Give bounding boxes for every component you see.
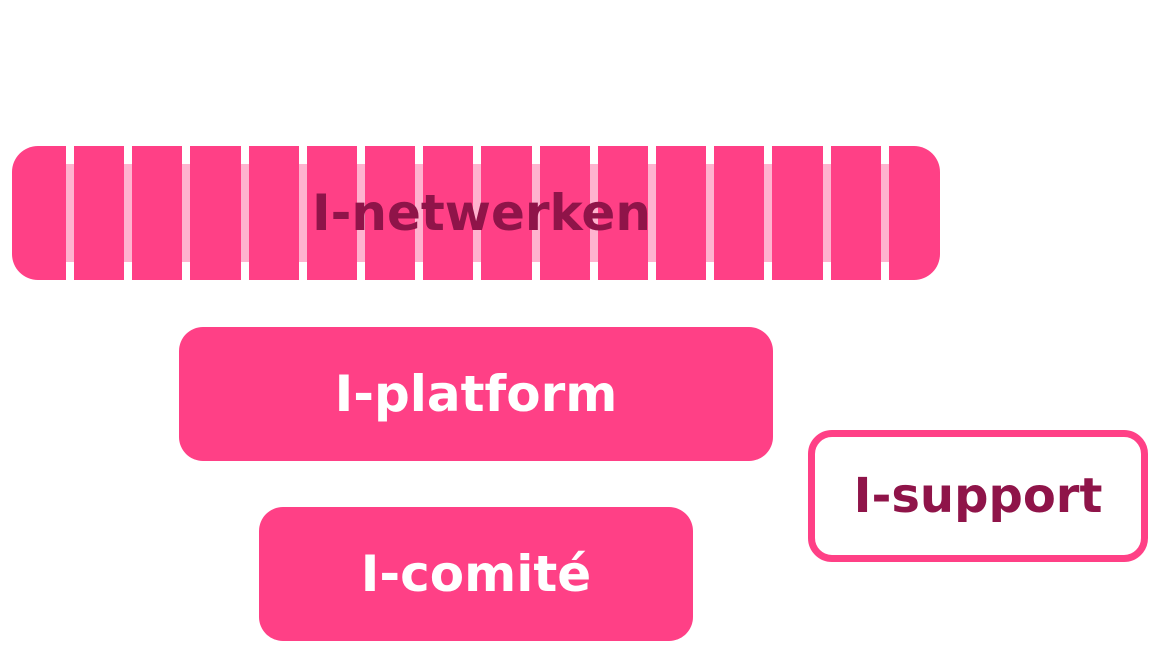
- platform-box: I-platform: [179, 327, 773, 461]
- netwerken-stripe: [182, 146, 191, 280]
- support-label: I-support: [853, 468, 1103, 524]
- netwerken-stripe: [298, 146, 307, 280]
- netwerken-stripe: [764, 146, 773, 280]
- netwerken-stripe: [357, 146, 365, 280]
- netwerken-stripe: [240, 146, 249, 280]
- netwerken-stripe: [473, 146, 482, 280]
- platform-label: I-platform: [334, 365, 618, 423]
- comite-label: I-comité: [360, 545, 592, 603]
- netwerken-stripe: [880, 146, 889, 280]
- netwerken-stripe: [589, 146, 598, 280]
- netwerken-stripe: [648, 146, 656, 280]
- netwerken-stripe: [66, 146, 74, 280]
- support-box: I-support: [808, 430, 1148, 562]
- netwerken-stripe: [822, 146, 831, 280]
- netwerken-stripe: [124, 146, 133, 280]
- comite-box: I-comité: [259, 507, 693, 641]
- netwerken-label: I-netwerken: [312, 184, 651, 242]
- netwerken-box: I-netwerken: [12, 146, 940, 280]
- netwerken-stripe: [531, 146, 540, 280]
- netwerken-stripe: [415, 146, 424, 280]
- netwerken-stripe: [706, 146, 715, 280]
